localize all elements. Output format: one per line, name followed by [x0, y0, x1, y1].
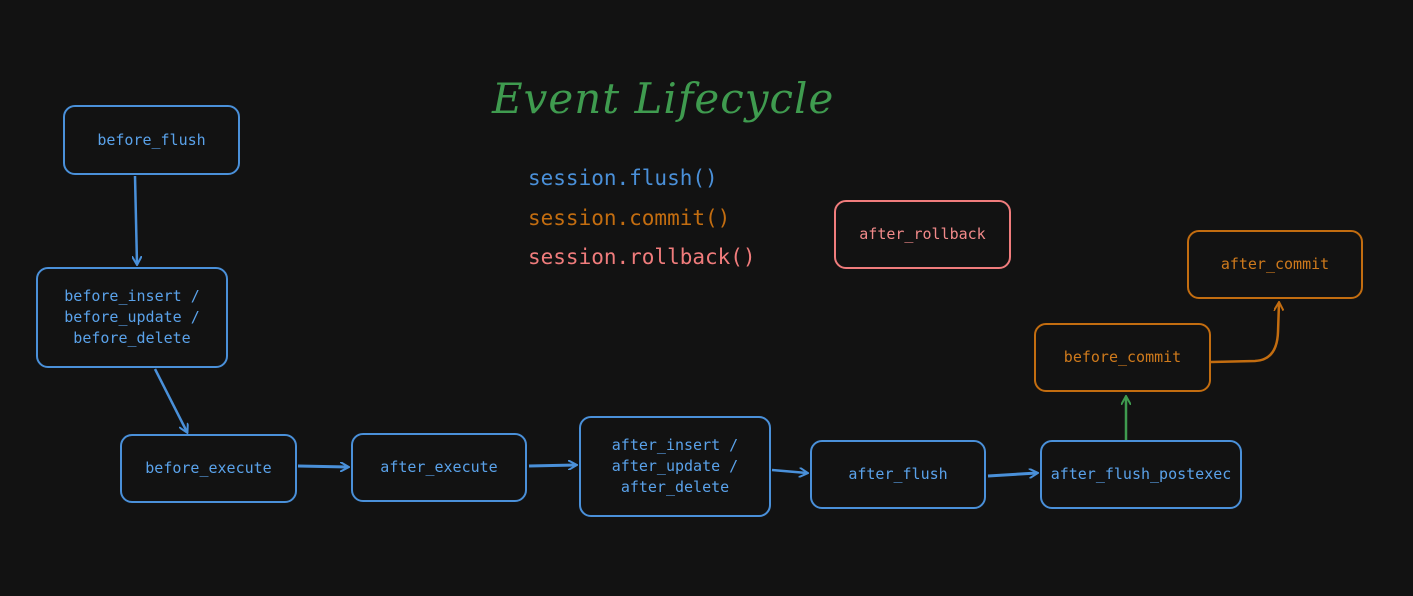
legend-flush: session.flush()	[528, 166, 718, 190]
legend-commit: session.commit()	[528, 206, 731, 230]
node-before-execute: before_execute	[120, 434, 297, 503]
arrow-before-commit-to-after-commit	[1210, 303, 1279, 364]
node-after-flush: after_flush	[810, 440, 986, 509]
arrow-after-execute-to-after-insert	[528, 465, 576, 466]
diagram-title: Event Lifecycle	[492, 74, 835, 123]
node-before-commit: before_commit	[1034, 323, 1211, 392]
node-after-insert-update-delete: after_insert / after_update / after_dele…	[579, 416, 771, 517]
legend-rollback: session.rollback()	[528, 245, 756, 269]
node-after-rollback: after_rollback	[834, 200, 1011, 269]
arrow-after-flush-to-postexec	[987, 473, 1037, 476]
arrow-before-insert-to-before-execute	[153, 368, 187, 432]
node-after-flush-postexec: after_flush_postexec	[1040, 440, 1242, 509]
node-after-execute: after_execute	[351, 433, 527, 502]
arrow-before-flush-to-before-insert	[135, 175, 137, 264]
node-after-commit: after_commit	[1187, 230, 1363, 299]
arrow-before-execute-to-after-execute	[297, 466, 348, 467]
node-before-insert-update-delete: before_insert / before_update / before_d…	[36, 267, 228, 368]
arrow-after-insert-to-after-flush	[771, 470, 807, 473]
node-before-flush: before_flush	[63, 105, 240, 175]
